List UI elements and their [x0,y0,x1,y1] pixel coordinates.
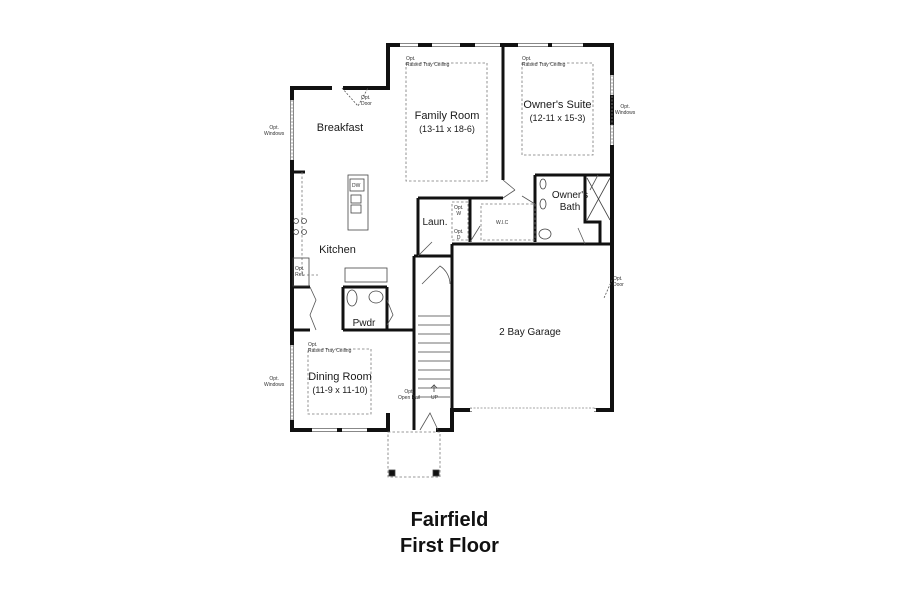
note-family-tray-ceiling: Opt.Raised Tray Ceiling [406,56,450,68]
family-room-dim: (13-11 x 18-6) [419,124,475,134]
room-label-garage: 2 Bay Garage [499,327,561,338]
room-label-family-room: Family Room (13-11 x 18-6) [402,110,492,136]
note-breakfast-windows: Opt.Windows [264,125,285,137]
owners-bath-name: Owner's Bath [551,190,589,213]
room-label-kitchen: Kitchen [319,244,356,256]
room-label-wic: W.I.C [496,220,509,226]
note-owner-tray-ceiling: Opt.Raised Tray Ceiling [522,56,566,68]
note-open-rail: Opt.Open Rail [398,389,421,401]
note-dining-windows: Opt.Windows [264,376,285,388]
note-washer: Opt.W [454,205,464,217]
owners-suite-dim: (12-11 x 15-3) [529,113,586,123]
doors [309,87,613,431]
fixtures [292,174,611,477]
dining-room-name: Dining Room [308,371,372,383]
interior-walls [292,45,612,430]
plan-title-name: Fairfield [410,509,489,531]
note-breakfast-door: Opt.Door [361,95,372,107]
note-dryer: Opt.D [454,229,464,241]
dining-room-dim: (11-9 x 11-10) [312,385,368,395]
note-refrigerator: Opt.Ref. [295,266,305,278]
note-dining-tray-ceiling: Opt.Raised Tray Ceiling [308,342,352,354]
note-dishwasher: DW [352,183,361,189]
room-label-dining-room: Dining Room (11-9 x 11-10) [300,371,380,397]
note-owner-windows: Opt.Windows [615,104,636,116]
room-label-powder: Pwdr [352,318,376,329]
note-garage-door: Opt.Door [613,276,624,288]
room-label-laundry: Laun. [422,217,448,228]
room-label-breakfast: Breakfast [316,122,364,134]
family-room-name: Family Room [414,110,480,122]
plan-title-floor: First Floor [400,535,499,557]
room-label-owners-bath: Owner's Bath [545,190,595,214]
dashed-outlines [301,62,594,478]
note-stairs-up: UP [431,395,438,401]
owners-suite-name: Owner's Suite [523,99,592,111]
room-label-owners-suite: Owner's Suite (12-11 x 15-3) [515,99,600,125]
